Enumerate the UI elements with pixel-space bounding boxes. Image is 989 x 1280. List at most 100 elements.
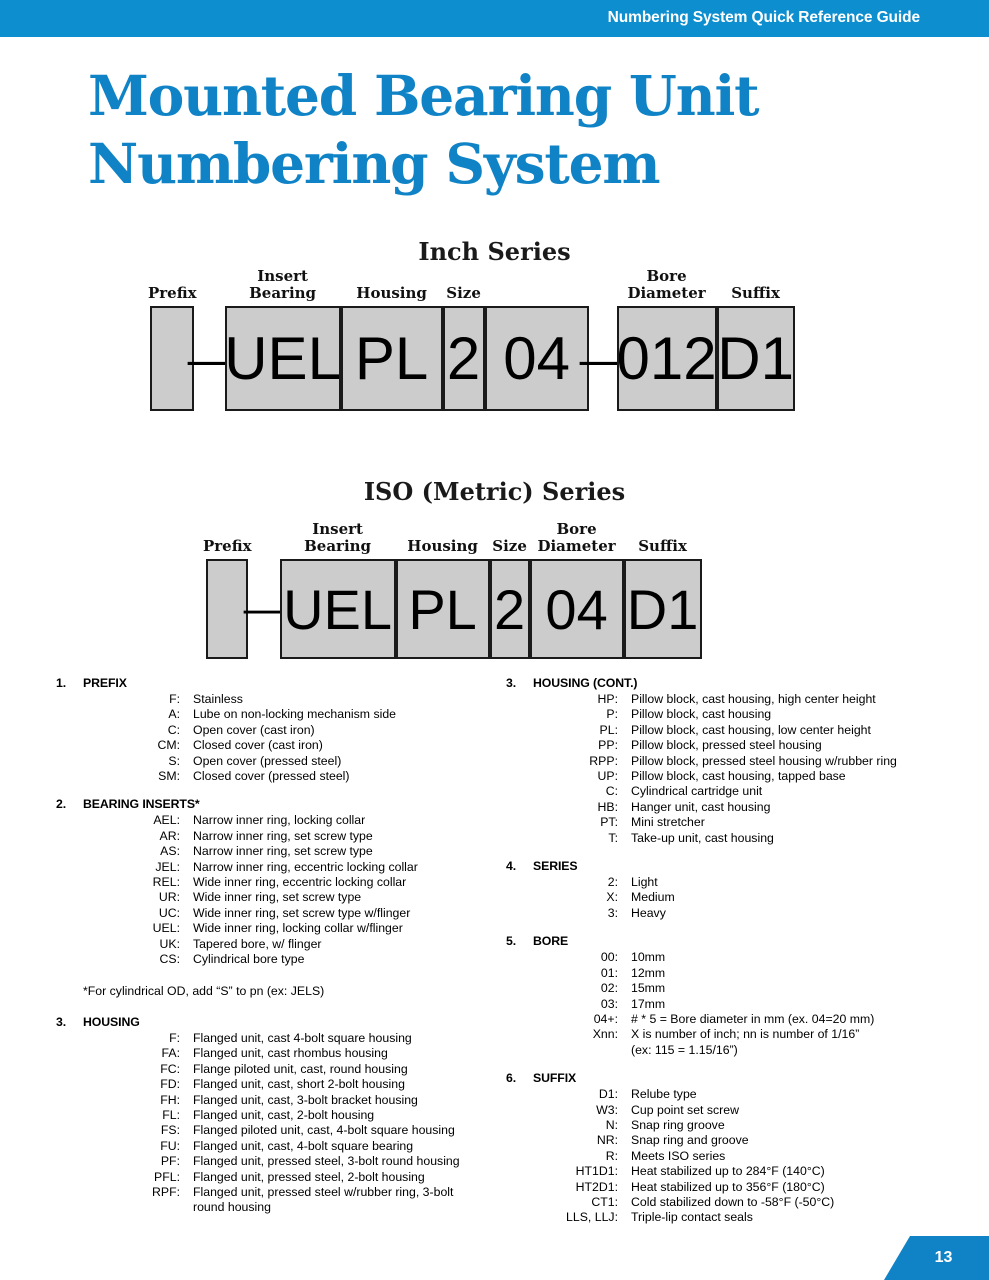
legend-row: JEL:Narrow inner ring, eccentric locking… <box>56 860 526 875</box>
legend-row-code: 03: <box>600 996 618 1011</box>
legend-row: FC:Flange piloted unit, cast, round hous… <box>56 1062 526 1077</box>
legend-row: 01:12mm <box>506 966 976 981</box>
legend-row-code: FD: <box>160 1077 180 1092</box>
part-number-segment-label: Suffix <box>731 284 780 302</box>
legend-row: 2:Light <box>506 875 976 890</box>
legend-row-description: Relube type <box>631 1087 697 1102</box>
legend-row-code: PT: <box>600 815 618 830</box>
part-number-segment-box: PL <box>340 306 443 411</box>
iso-series-heading: ISO (Metric) Series <box>363 477 626 506</box>
legend-group-number: 1. <box>56 676 67 690</box>
legend-row-description: 15mm <box>631 981 666 996</box>
legend-group-heading: 4.SERIES <box>506 859 976 873</box>
legend-group: 2.BEARING INSERTS*AEL:Narrow inner ring,… <box>56 797 526 967</box>
legend-row: X: Medium <box>506 890 976 905</box>
legend-row-description: Wide inner ring, eccentric locking colla… <box>193 875 407 890</box>
legend-row-description-continued: (ex: 115 = 1.15/16”) <box>631 1042 738 1057</box>
legend-row: RPF: Flanged unit, pressed steel w/rubber… <box>56 1185 526 1216</box>
legend-row-code: FA: <box>161 1046 180 1061</box>
legend-column-right: 3.HOUSING (CONT.)HP:Pillow block, cast h… <box>506 676 976 1226</box>
legend-row: UP:Pillow block, cast housing, tapped ba… <box>506 769 976 784</box>
legend-row-code: HT1D1: <box>575 1164 618 1179</box>
part-number-separator-dash: — <box>579 332 626 385</box>
legend-row-code: FC: <box>160 1061 180 1076</box>
legend-row: FD:Flanged unit, cast, short 2-bolt hous… <box>56 1077 526 1092</box>
legend-row-code: P: <box>606 707 618 722</box>
part-number-segment-box <box>206 559 249 659</box>
legend-row-code: LLS, LLJ: <box>566 1210 618 1225</box>
legend-row: D1:Relube type <box>506 1087 976 1102</box>
legend-row: FA: Flanged unit, cast rhombus housing <box>56 1046 526 1061</box>
legend-row-code: AR: <box>159 828 181 843</box>
legend-row: N:Snap ring groove <box>506 1118 976 1133</box>
legend-row-description: Mini stretcher <box>631 815 705 830</box>
legend-row-code: X: <box>606 890 618 905</box>
legend-row-code: W3: <box>596 1102 618 1117</box>
legend-group-number: 3. <box>506 676 517 690</box>
legend-row-description: Narrow inner ring, eccentric locking col… <box>193 859 418 874</box>
legend-row-description: Narrow inner ring, locking collar <box>193 813 366 828</box>
legend-group-heading: 5.BORE <box>506 934 976 948</box>
legend-row-description: Narrow inner ring, set screw type <box>193 844 373 859</box>
part-number-segment-label: Bore Diameter <box>537 520 616 555</box>
legend-group-number: 4. <box>506 859 517 874</box>
legend-row: HT2D1:Heat stabilized up to 356°F (180°C… <box>506 1180 976 1195</box>
legend-row-description: Pillow block, cast housing, high center … <box>631 692 876 706</box>
part-number-segment-label: Housing <box>356 284 427 302</box>
legend-row-description: Lube on non-locking mechanism side <box>193 707 397 722</box>
legend-row: PL:Pillow block, cast housing, low cente… <box>506 723 976 738</box>
legend-row: PP:Pillow block, pressed steel housing <box>506 738 976 753</box>
legend-row-code: RPF: <box>151 1184 180 1199</box>
legend-row-description: Narrow inner ring, set screw type <box>193 828 373 843</box>
legend-row: AR: Narrow inner ring, set screw type <box>56 829 526 844</box>
legend-row-code: HB: <box>597 799 619 814</box>
legend-row-description: Medium <box>631 890 675 905</box>
part-number-segment-label: Insert Bearing <box>304 520 372 555</box>
legend-row-description: Open cover (pressed steel) <box>193 753 342 768</box>
legend-row: Xnn: X is number of inch; nn is number of… <box>506 1027 976 1058</box>
legend-row-code: T: <box>608 830 618 845</box>
legend-row-code: Xnn: <box>592 1027 618 1042</box>
legend-row-code: FH: <box>160 1092 180 1107</box>
legend-row: F:Flanged unit, cast 4-bolt square housi… <box>56 1031 526 1046</box>
legend-row-description: Heat stabilized up to 284°F (140°C) <box>631 1164 825 1179</box>
legend-row-code: HP: <box>597 692 619 706</box>
legend-row-code: C: <box>167 722 180 737</box>
legend-row-code: F: <box>169 692 180 706</box>
part-number-segment: Prefix <box>203 538 252 659</box>
legend-row-description: Flanged unit, cast rhombus housing <box>193 1046 388 1061</box>
legend-row-description: Wide inner ring, locking collar w/flinge… <box>193 921 403 936</box>
legend-row: T:Take-up unit, cast housing <box>506 831 976 846</box>
legend-row: FL:Flanged unit, cast, 2-bolt housing <box>56 1108 526 1123</box>
legend-row-code: UK: <box>159 936 181 951</box>
part-number-segment-label: Bore Diameter <box>627 267 706 302</box>
legend-row-description: # * 5 = Bore diameter in mm (ex. 04=20 m… <box>631 1011 875 1026</box>
legend-row: A:Lube on non-locking mechanism side <box>56 707 526 722</box>
legend-row-code: 02: <box>600 981 618 996</box>
legend-row-code: UC: <box>158 905 180 920</box>
legend-row-description: Flanged unit, pressed steel w/rubber rin… <box>193 1184 454 1215</box>
legend-row: C:Open cover (cast iron) <box>56 723 526 738</box>
legend-row-description: Wide inner ring, set screw type <box>193 890 362 905</box>
legend-row-description: Pillow block, pressed steel housing w/ru… <box>631 753 897 768</box>
legend-row-description: X is number of inch; nn is number of 1/1… <box>631 1027 860 1057</box>
legend-row: W3: Cup point set screw <box>506 1103 976 1118</box>
legend-row-description: Hanger unit, cast housing <box>631 799 771 814</box>
header-title: Numbering System Quick Reference Guide <box>607 9 920 26</box>
page-title-line-1: Mounted Bearing Unit <box>88 63 760 128</box>
legend-row-description: Flanged unit, cast, 3-bolt bracket housi… <box>193 1092 418 1107</box>
legend-row-description: Cup point set screw <box>631 1102 739 1117</box>
legend-row: AS:Narrow inner ring, set screw type <box>56 844 526 859</box>
legend-row-description: Flanged piloted unit, cast, 4-bolt squar… <box>193 1123 455 1138</box>
